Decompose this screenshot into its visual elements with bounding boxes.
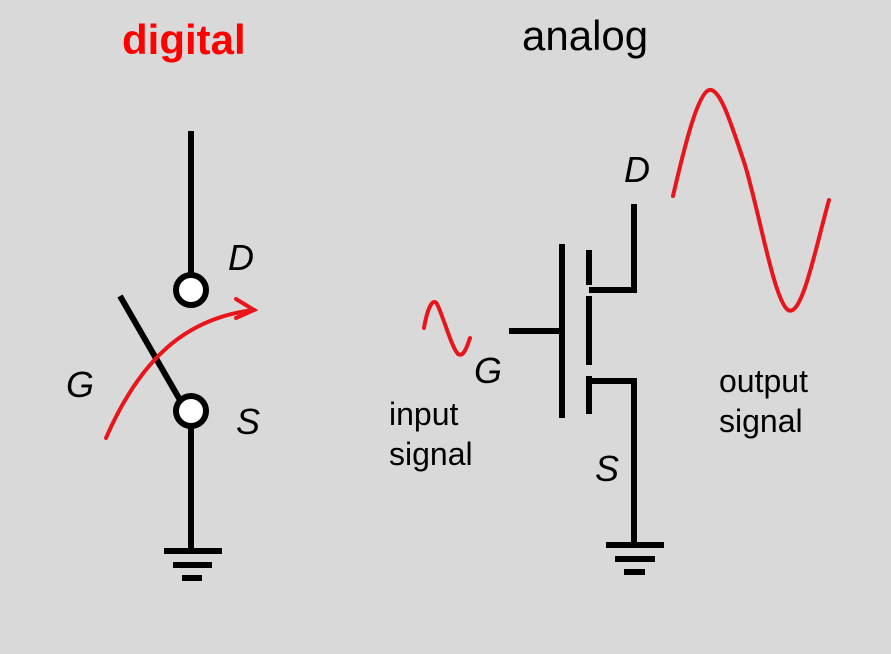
gate-label-analog: G <box>474 350 503 391</box>
input-signal-label-line1: input <box>389 396 459 432</box>
source-terminal <box>173 393 209 429</box>
output-signal-wave <box>671 88 831 313</box>
input-signal-wave <box>422 299 472 357</box>
output-signal-label-line1: output <box>719 363 808 399</box>
drain-label-digital: D <box>228 237 254 278</box>
output-signal-label-line2: signal <box>719 403 803 439</box>
input-signal-label: input signal <box>389 394 473 474</box>
switch-lever <box>117 294 183 402</box>
drain-terminal <box>173 272 209 308</box>
title-analog: analog <box>522 12 649 59</box>
gate-label-digital: G <box>66 364 95 405</box>
input-signal-label-line2: signal <box>389 436 473 472</box>
source-label-digital: S <box>236 401 261 442</box>
source-label-analog: S <box>595 448 620 489</box>
output-signal-label: output signal <box>719 361 808 441</box>
ground-symbol-analog <box>606 542 664 575</box>
switching-arrow <box>104 308 256 440</box>
source-lead <box>589 378 637 545</box>
drain-label-analog: D <box>624 149 650 190</box>
ground-symbol-digital <box>164 548 222 581</box>
drain-lead <box>589 204 637 293</box>
title-digital: digital <box>122 16 246 63</box>
switching-arrow-head <box>234 297 259 320</box>
